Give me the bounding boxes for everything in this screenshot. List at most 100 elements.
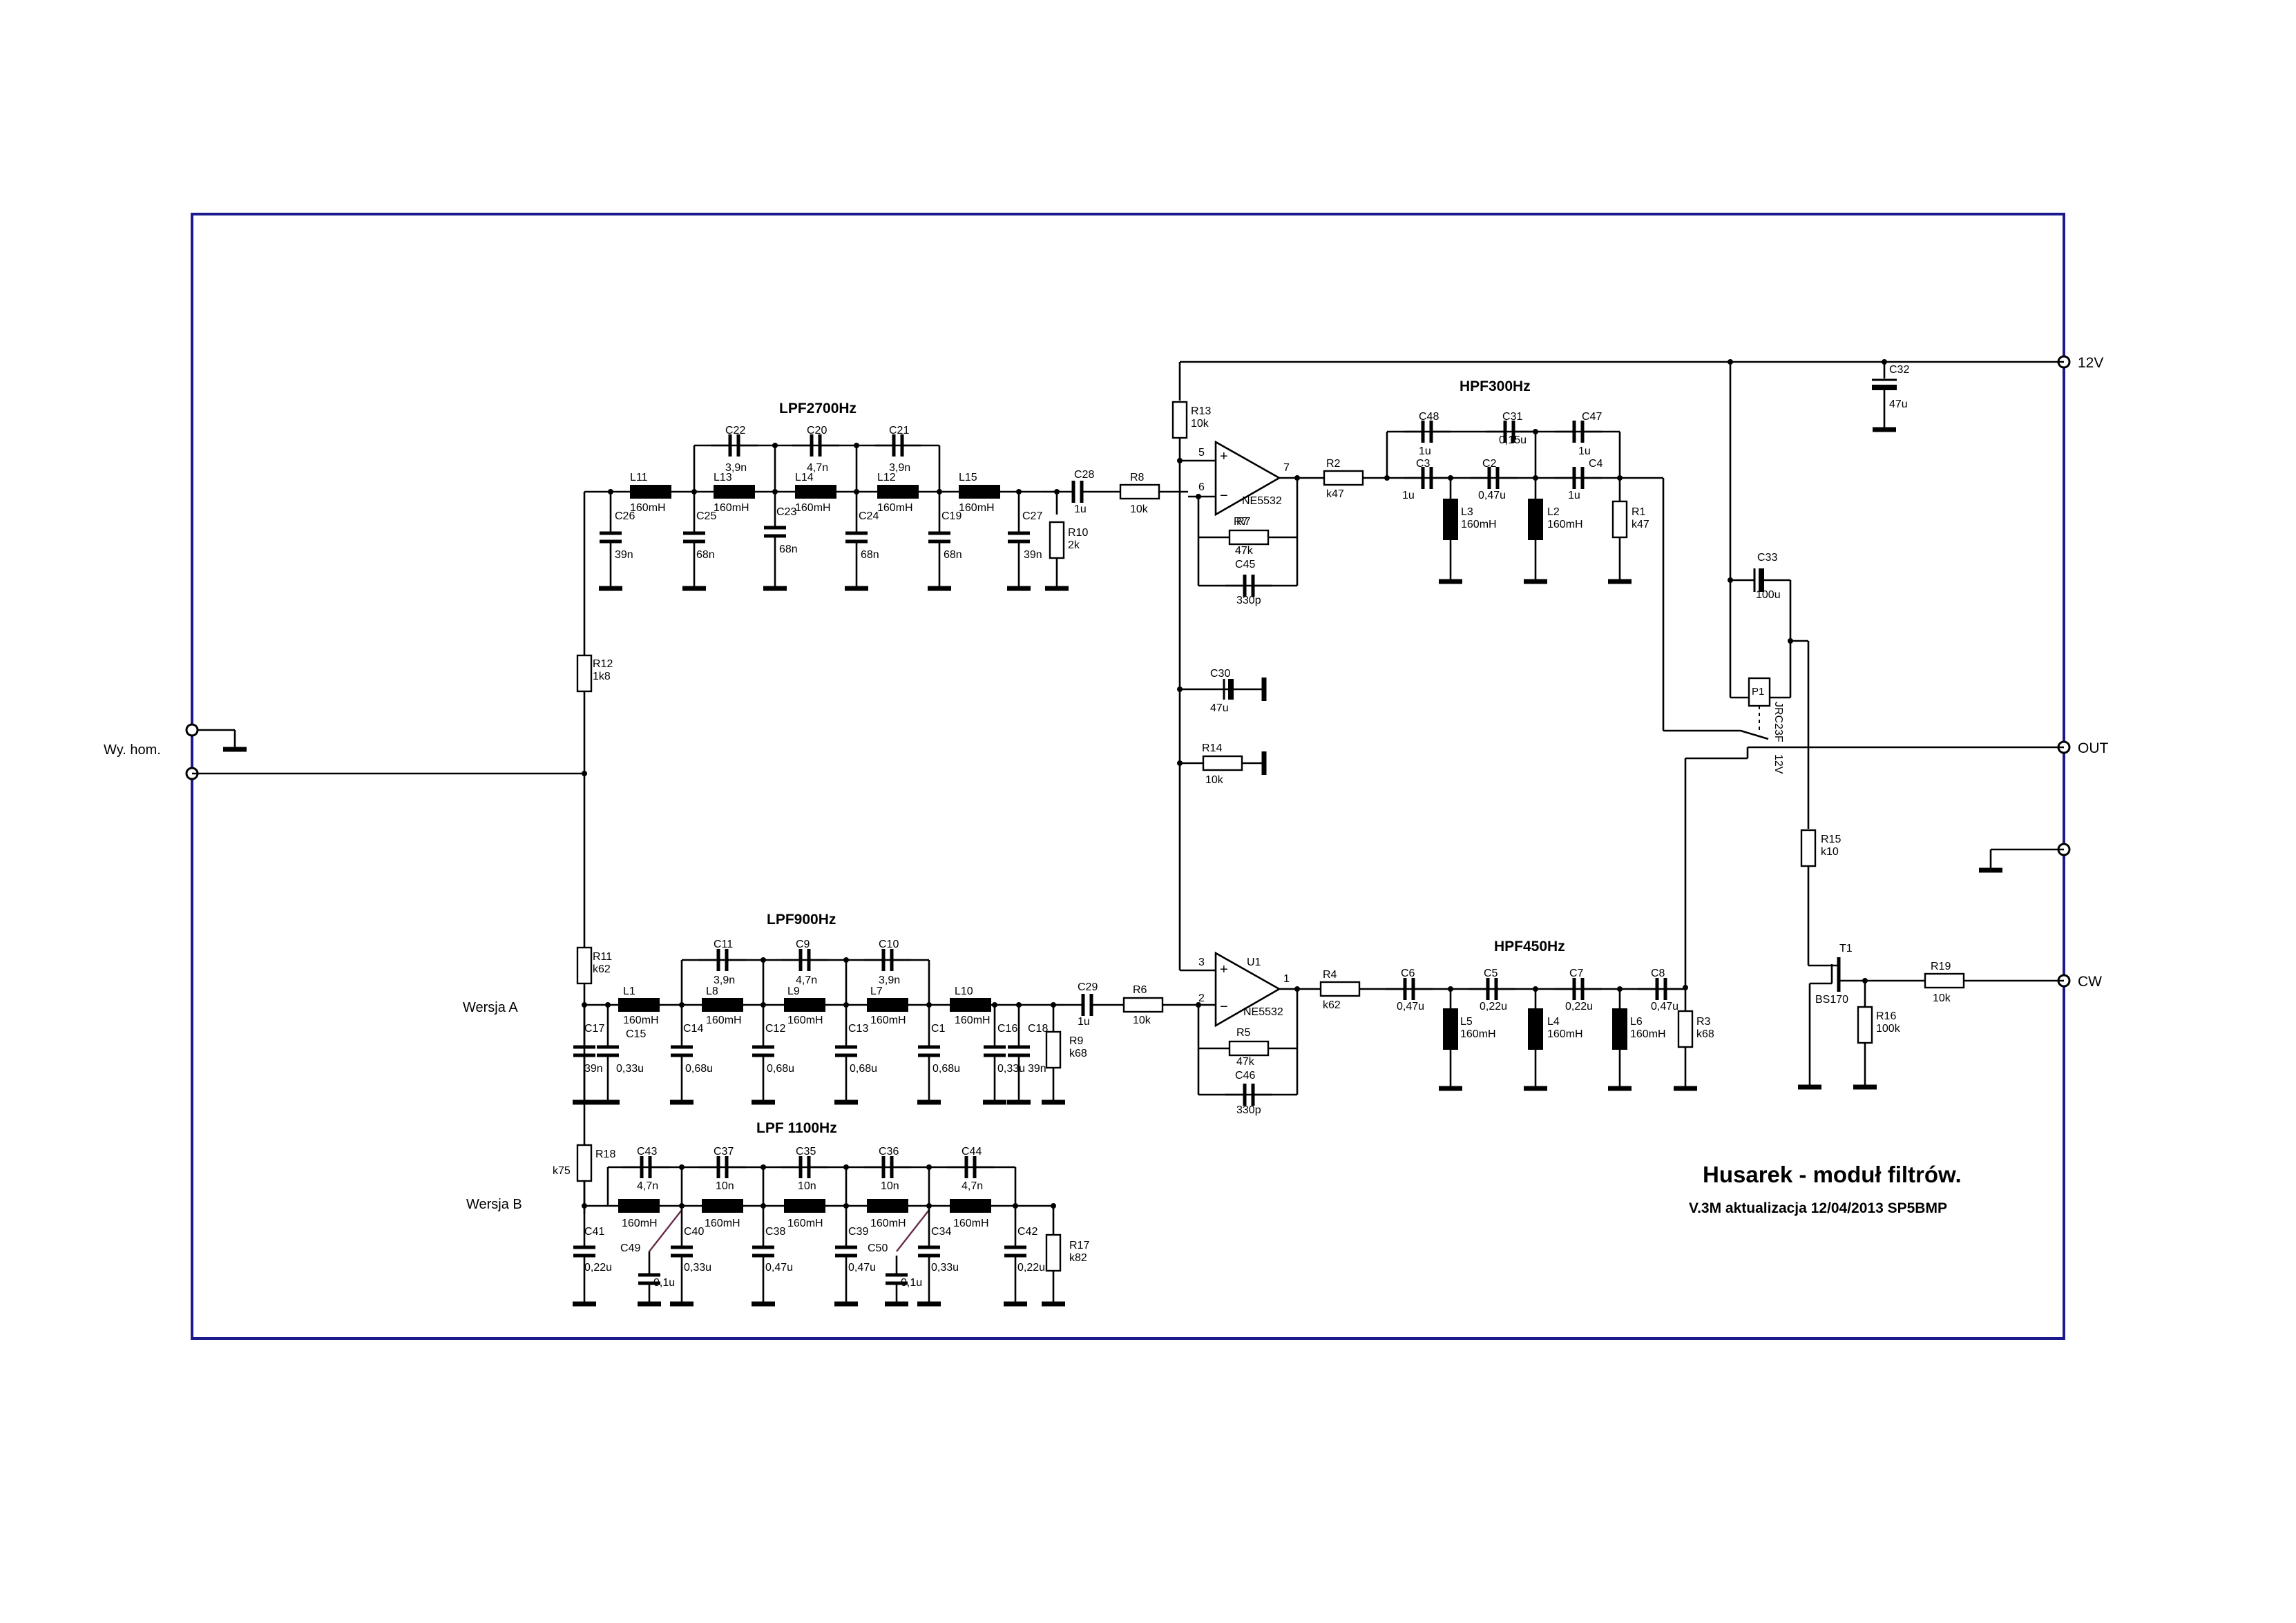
lpf2700-section: C22 3,9n C20 4,7n C21 3,9n L11 160mH L13… xyxy=(584,425,1188,588)
hpf450-section: R4 k62 C6 0,47u C5 0,22u C7 0,22u C8 0,4… xyxy=(1312,968,1714,1088)
text-label: − xyxy=(1220,999,1228,1015)
pins-u2-plus-label: 5 xyxy=(1198,447,1205,459)
parts-c14-val-label: 0,68u xyxy=(685,1063,713,1075)
title: Husarek - moduł filtrów. xyxy=(1703,1162,1962,1187)
parts-l10-ref-label: L10 xyxy=(955,986,973,997)
parts-c16-val-label: 0,33u xyxy=(997,1063,1025,1075)
parts-r6-ref-label: R6 xyxy=(1133,984,1147,996)
parts-c10-ref-label: C10 xyxy=(879,939,899,950)
parts-c39-ref-label: C39 xyxy=(848,1226,868,1238)
text-label: + xyxy=(1220,962,1228,977)
text-label: R7 xyxy=(1236,516,1251,528)
parts-l3-val-label: 160mH xyxy=(1461,519,1497,530)
parts-r12-ref-label: R12 xyxy=(593,658,613,670)
parts-l15-ref-label: L15 xyxy=(959,472,977,483)
cw-switch: R15 k10 T1 BS170 R19 10k R16 100k xyxy=(1798,641,2064,1087)
parts-c23-ref-label: C23 xyxy=(776,506,796,518)
hpf300-section: R2 k47 C48 1u C31 0,15u C47 1u C3 1u C2 … xyxy=(1323,411,1741,732)
parts-c50-val-label: 0,1u xyxy=(901,1277,922,1289)
parts-c35-ref-label: C35 xyxy=(796,1146,816,1158)
terminal-cw: CW xyxy=(2078,974,2102,990)
parts-c4-ref-label: C4 xyxy=(1589,458,1603,470)
parts-c28-ref-label: C28 xyxy=(1074,469,1094,481)
hpf450-title: HPF450Hz xyxy=(1494,939,1565,954)
parts-r3-ref-label: R3 xyxy=(1696,1016,1711,1028)
parts-r4-val-label: k62 xyxy=(1323,999,1341,1011)
parts-c33-ref-label: C33 xyxy=(1757,552,1777,564)
parts-c11-ref-label: C11 xyxy=(714,939,733,950)
parts-l4-ref-label: L4 xyxy=(1547,1016,1560,1028)
parts-c22-val-label: 3,9n xyxy=(725,462,747,474)
parts-c44-val-label: 4,7n xyxy=(962,1180,983,1192)
parts-c47-val-label: 1u xyxy=(1578,445,1591,457)
version-line: V.3M aktualizacja 12/04/2013 SP5BMP xyxy=(1689,1200,1947,1216)
lpf2700-shunts: C26 39n C25 68n C23 68n C24 68n C19 68n … xyxy=(599,492,1042,588)
parts-c3-val-label: 1u xyxy=(1402,490,1415,501)
parts-r18-val-label: k75 xyxy=(553,1165,571,1177)
parts-c45-ref-label: C45 xyxy=(1235,559,1255,570)
parts-r11-val-label: k62 xyxy=(593,963,611,975)
parts-l8-ref-label: L8 xyxy=(706,986,718,997)
parts-c30-val-label: 47u xyxy=(1210,702,1229,714)
parts-l11-ref-label: L11 xyxy=(630,472,648,483)
parts-r17-val-label: k82 xyxy=(1069,1252,1087,1264)
parts-lb2-val-label: 160mH xyxy=(705,1218,740,1229)
parts-c9-val-label: 4,7n xyxy=(796,974,817,986)
parts-c27-ref-label: C27 xyxy=(1022,510,1042,522)
opamp-u1: + − U1 NE5532 3 2 1 R5 47k C46 330p xyxy=(1196,951,1312,1116)
parts-lb3-val-label: 160mH xyxy=(787,1218,823,1229)
parts-c27-val-label: 39n xyxy=(1024,549,1042,561)
parts-p1-val-label: JRC23F xyxy=(1772,702,1784,742)
parts-r14-val-label: 10k xyxy=(1205,774,1224,786)
parts-c7-ref-label: C7 xyxy=(1569,968,1584,979)
parts-c13-val-label: 0,68u xyxy=(850,1063,877,1075)
text-label: + xyxy=(1220,449,1228,464)
pins-u2-minus-label: 6 xyxy=(1198,481,1205,493)
parts-c25-val-label: 68n xyxy=(696,549,715,561)
parts-c14-ref-label: C14 xyxy=(683,1023,703,1035)
parts-l15-val-label: 160mH xyxy=(959,502,995,514)
parts-c41-ref-label: C41 xyxy=(584,1226,604,1238)
opamp-u2: + − NE5532 5 6 7 R7 47k R7 C45 330p xyxy=(1177,440,1326,606)
parts-c50-ref-label: C50 xyxy=(868,1242,888,1254)
parts-r7-val-label: 47k xyxy=(1235,545,1254,557)
parts-r13-ref-label: R13 xyxy=(1191,405,1211,417)
parts-c24-ref-label: C24 xyxy=(859,510,879,522)
pins-u1-out-label: 1 xyxy=(1283,973,1290,985)
parts-c40-ref-label: C40 xyxy=(684,1226,704,1238)
parts-l13-ref-label: L13 xyxy=(714,472,732,483)
parts-c5-ref-label: C5 xyxy=(1484,968,1498,979)
parts-l3-ref-label: L3 xyxy=(1461,506,1473,518)
parts-c8-ref-label: C8 xyxy=(1651,968,1665,979)
parts-l5-val-label: 160mH xyxy=(1460,1028,1496,1040)
lpf1100-title: LPF 1100Hz xyxy=(756,1120,837,1136)
parts-r8-val-label: 10k xyxy=(1130,503,1149,515)
parts-relay-v-label: 12V xyxy=(1772,754,1784,774)
parts-l9-ref-label: L9 xyxy=(787,986,800,997)
parts-c32-ref-label: C32 xyxy=(1889,364,1909,376)
parts-u1-ref-label: U1 xyxy=(1247,957,1261,968)
parts-r3-val-label: k68 xyxy=(1696,1028,1714,1040)
parts-r8-ref-label: R8 xyxy=(1130,472,1145,483)
parts-r16-val-label: 100k xyxy=(1876,1023,1901,1035)
text-label: − xyxy=(1220,488,1228,503)
parts-c34-ref-label: C34 xyxy=(931,1226,951,1238)
parts-c15-val-label: 0,33u xyxy=(616,1063,644,1075)
parts-c20-val-label: 4,7n xyxy=(807,462,828,474)
pins-u1-minus-label: 2 xyxy=(1198,992,1205,1004)
input-label: Wy. hom. xyxy=(104,742,161,758)
parts-l7-ref-label: L7 xyxy=(870,986,883,997)
parts-c35-val-label: 10n xyxy=(798,1180,816,1192)
parts-c48-ref-label: C48 xyxy=(1419,411,1439,423)
variant-b-label: Wersja B xyxy=(466,1197,522,1212)
input-bus: R12 1k8 R11 k62 xyxy=(192,492,613,1214)
parts-t1-val-label: BS170 xyxy=(1815,994,1848,1006)
parts-lb5-val-label: 160mH xyxy=(953,1218,989,1229)
terminal-out: OUT xyxy=(2078,740,2109,756)
parts-t1-ref-label: T1 xyxy=(1839,943,1853,954)
parts-c3-ref-label: C3 xyxy=(1416,458,1431,470)
parts-l2-val-label: 160mH xyxy=(1547,519,1583,530)
parts-c47-ref-label: C47 xyxy=(1582,411,1602,423)
parts-r14-ref-label: R14 xyxy=(1202,742,1222,754)
lpf900-section: C11 3,9n C9 4,7n C10 3,9n L1 160mH L8 16… xyxy=(573,939,1216,1102)
